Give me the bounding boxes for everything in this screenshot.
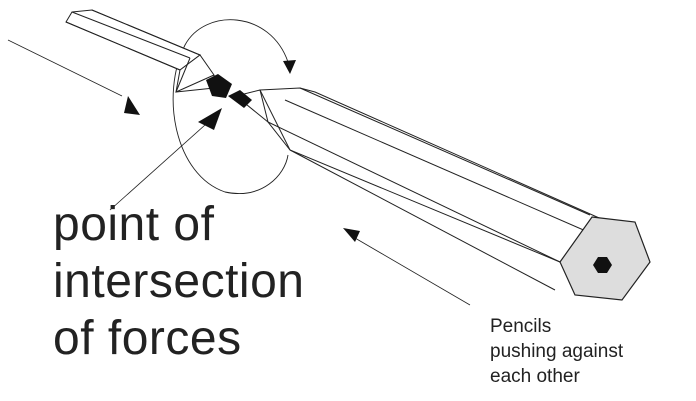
force-line-left [7, 39, 123, 97]
intersection-label-line2: intersection [53, 255, 305, 308]
pencils-label-line1: Pencils [490, 316, 552, 337]
rotation-arrowhead [283, 60, 296, 74]
pointer-line [109, 124, 206, 211]
pointer-arrowhead [198, 108, 222, 130]
intersection-label-line3: of forces [53, 312, 242, 365]
force-line-right [354, 237, 471, 306]
intersection-label-line1: point of [53, 198, 215, 251]
pencils-label-line2: pushing against [490, 341, 624, 362]
right-pencil-lead [228, 90, 252, 108]
pencil-end-lead-icon [593, 257, 612, 273]
left-pencil-lead [206, 74, 232, 98]
pencils-label-line3: each other [490, 366, 580, 387]
force-arrow-right [343, 228, 360, 242]
force-arrow-left [124, 96, 140, 115]
rotation-ellipse [172, 19, 289, 194]
